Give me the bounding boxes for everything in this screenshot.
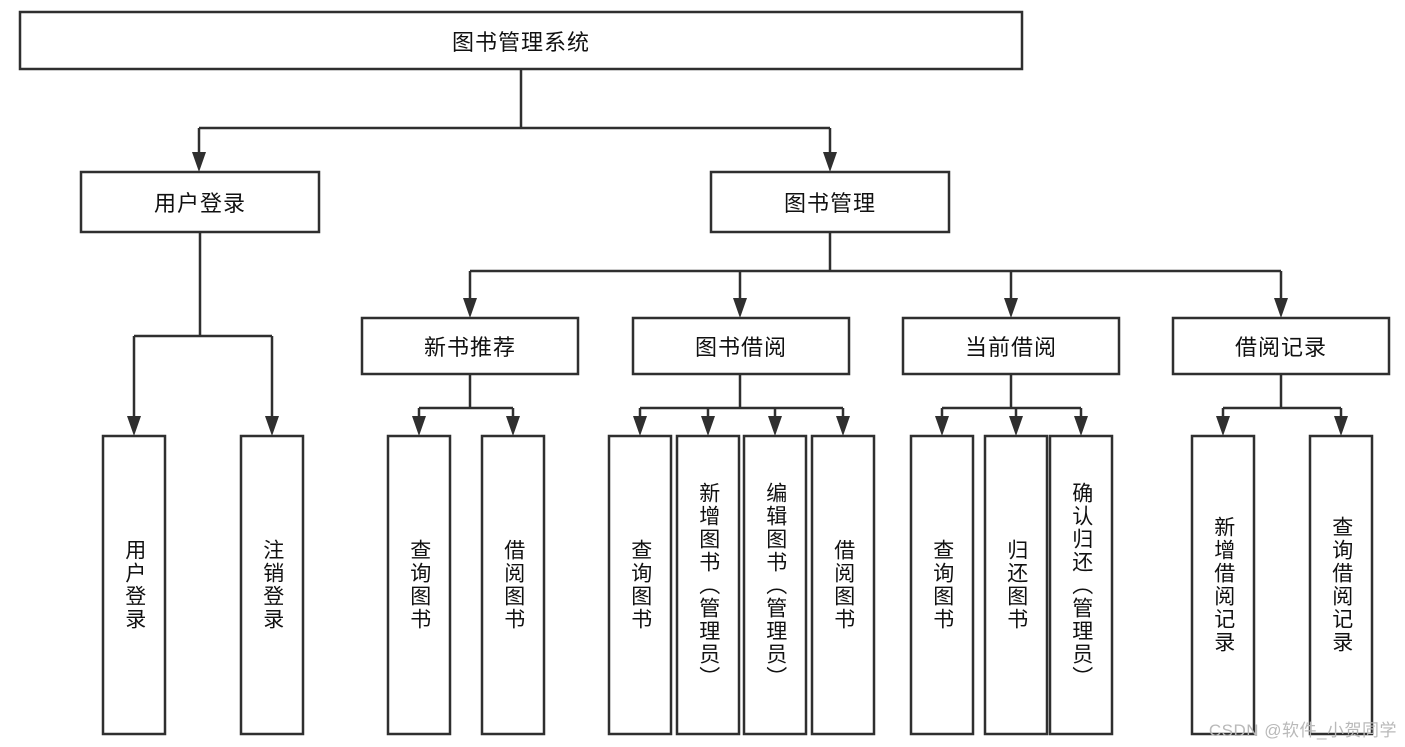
borrow-record-leaf-0-arrow-icon — [1216, 416, 1230, 436]
book-manage-to-level3-1-arrow-icon — [733, 298, 747, 318]
new-book-recommend-leaf-1-arrow-icon — [506, 416, 520, 436]
watermark-text: CSDN @软件_小贺同学 — [1208, 721, 1397, 740]
book-borrow-leaf-3-arrow-icon — [836, 416, 850, 436]
user-login-leaf-0-arrow-icon — [127, 416, 141, 436]
node-box-leaf-edit-book[interactable] — [742, 434, 808, 736]
node-box-root[interactable] — [18, 10, 1024, 71]
node-box-leaf-borrow-book-1[interactable] — [480, 434, 546, 736]
node-box-leaf-confirm-return[interactable] — [1048, 434, 1114, 736]
book-borrow-leaf-0-arrow-icon — [633, 416, 647, 436]
node-box-borrow-record[interactable] — [1171, 316, 1391, 376]
current-borrow-leaf-0-arrow-icon — [935, 416, 949, 436]
connector-layer — [127, 69, 1348, 436]
book-borrow-leaf-2-arrow-icon — [768, 416, 782, 436]
root-to-level2-1-arrow-icon — [823, 152, 837, 172]
node-box-leaf-query-book-1[interactable] — [386, 434, 452, 736]
node-box-leaf-logout[interactable] — [239, 434, 305, 736]
root-to-level2-0-arrow-icon — [192, 152, 206, 172]
node-box-leaf-add-record[interactable] — [1190, 434, 1256, 736]
node-box-user-login[interactable] — [79, 170, 321, 234]
node-box-leaf-query-record[interactable] — [1308, 434, 1374, 736]
node-box-leaf-query-book-2[interactable] — [607, 434, 673, 736]
node-box-leaf-return-book[interactable] — [983, 434, 1049, 736]
user-login-leaf-1-arrow-icon — [265, 416, 279, 436]
node-box-book-borrow[interactable] — [631, 316, 851, 376]
node-box-leaf-query-book-3[interactable] — [909, 434, 975, 736]
book-manage-to-level3-2-arrow-icon — [1004, 298, 1018, 318]
current-borrow-leaf-1-arrow-icon — [1009, 416, 1023, 436]
node-box-leaf-borrow-book-2[interactable] — [810, 434, 876, 736]
node-box-book-manage[interactable] — [709, 170, 951, 234]
book-manage-to-level3-0-arrow-icon — [463, 298, 477, 318]
node-box-new-book-recommend[interactable] — [360, 316, 580, 376]
node-box-layer — [18, 10, 1391, 736]
borrow-record-leaf-1-arrow-icon — [1334, 416, 1348, 436]
current-borrow-leaf-2-arrow-icon — [1074, 416, 1088, 436]
node-box-current-borrow[interactable] — [901, 316, 1121, 376]
node-box-leaf-user-login[interactable] — [101, 434, 167, 736]
new-book-recommend-leaf-0-arrow-icon — [412, 416, 426, 436]
book-manage-to-level3-3-arrow-icon — [1274, 298, 1288, 318]
node-box-leaf-add-book[interactable] — [675, 434, 741, 736]
book-borrow-leaf-1-arrow-icon — [701, 416, 715, 436]
